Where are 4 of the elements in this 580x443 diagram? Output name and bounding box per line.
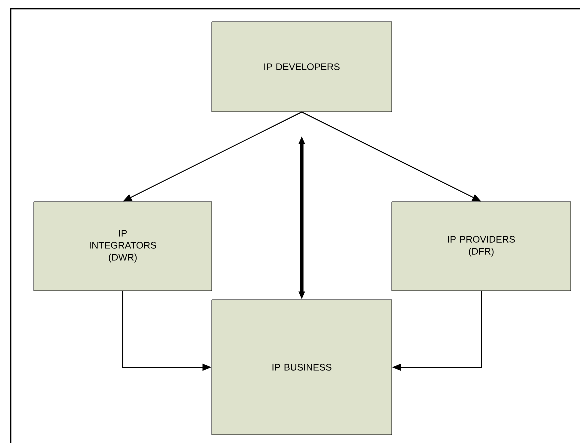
box: IP INTEGRATORS (DWR): [34, 202, 212, 292]
box: IP DEVELOPERS: [212, 22, 392, 112]
box: IP PROVIDERS (DFR): [392, 202, 572, 292]
box: IP BUSINESS: [212, 300, 392, 436]
